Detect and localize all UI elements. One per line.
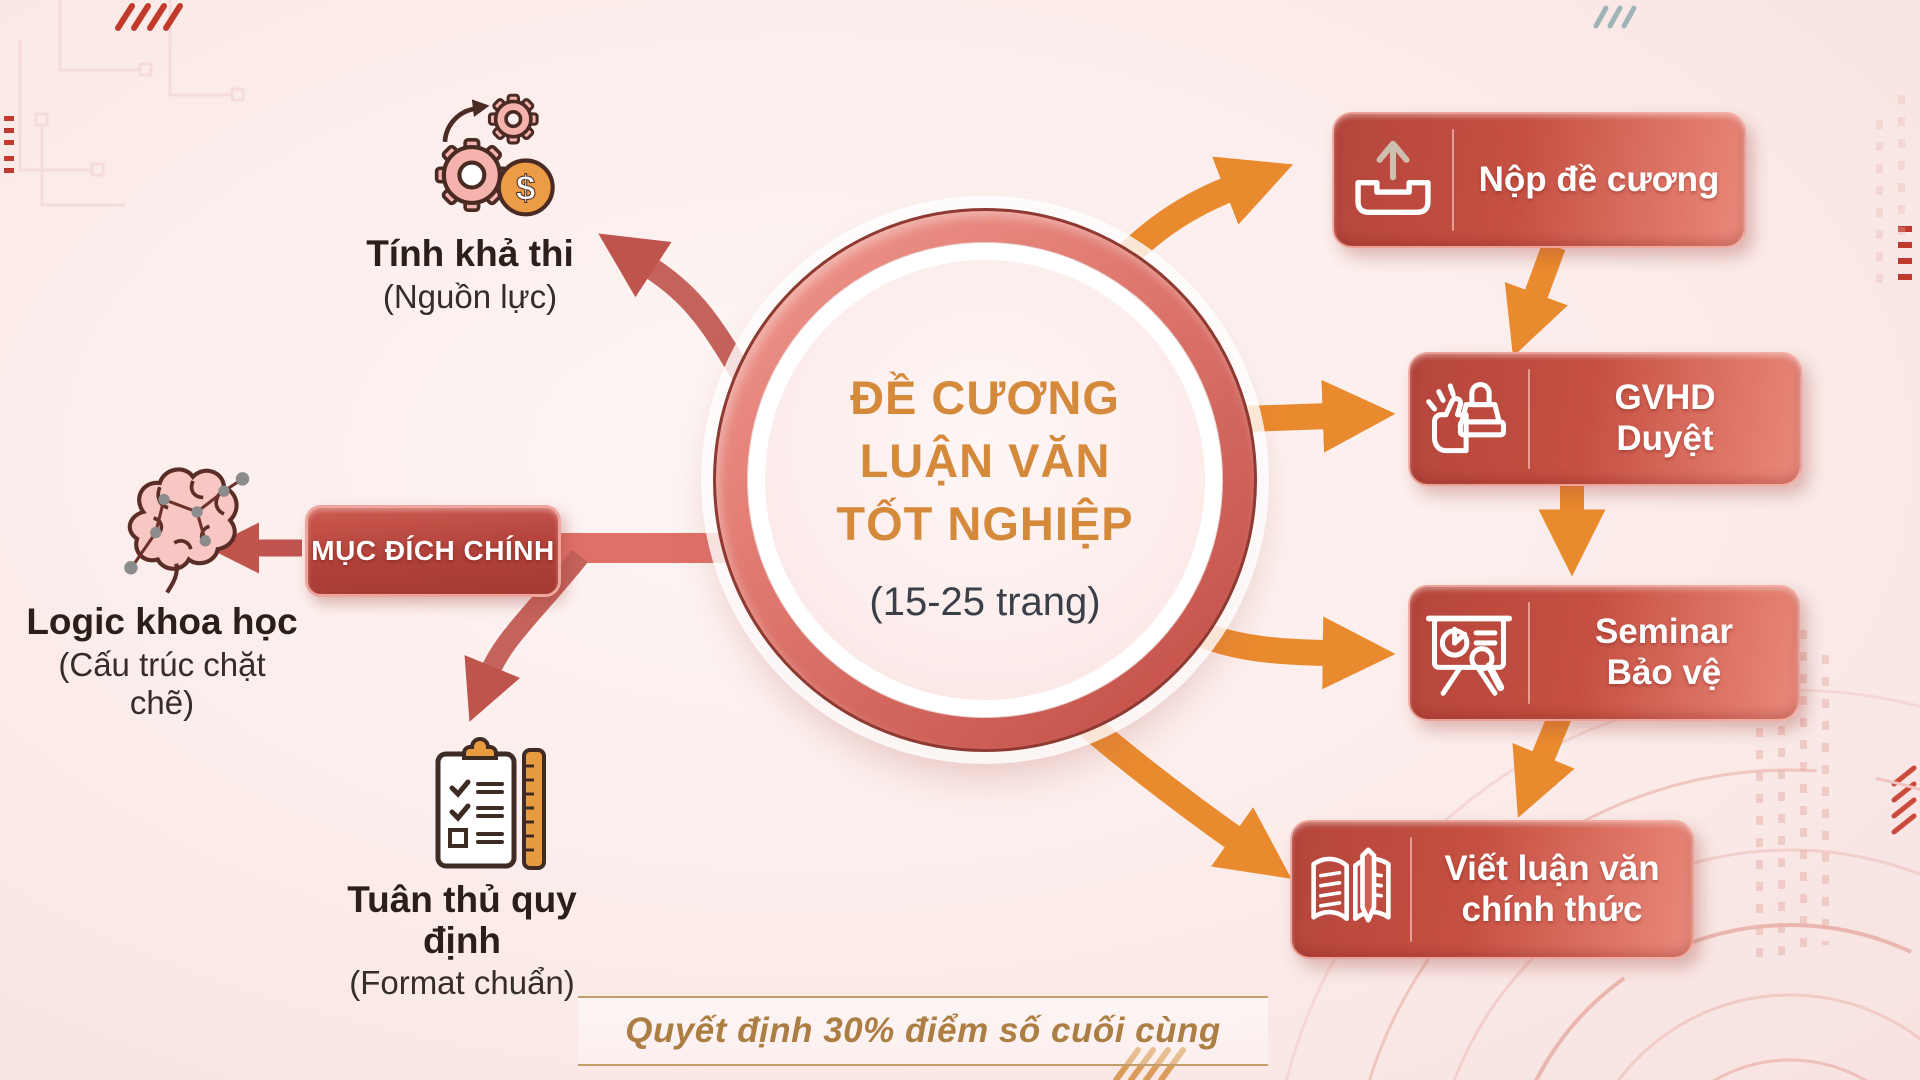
- hub-title-line-1: ĐỀ CƯƠNG: [850, 371, 1120, 425]
- hub-face: [765, 260, 1205, 700]
- approval-stamp-icon: [1410, 373, 1528, 465]
- step-divider: [1528, 369, 1530, 469]
- footer-note-text: Quyết định 30% điểm số cuối cùng: [625, 1011, 1221, 1050]
- hub-title: ĐỀ CƯƠNG LUẬN VĂN TỐT NGHIỆP (15-25 tran…: [713, 224, 1257, 768]
- hub-title-line-3: TỐT NGHIỆP: [836, 496, 1134, 550]
- branch-item-note: (Format chuẩn): [349, 964, 575, 1002]
- main-purpose-node: MỤC ĐÍCH CHÍNH: [305, 505, 561, 597]
- flow-arrow-step3-step4: [1512, 711, 1575, 818]
- clipboard-ruler-icon: [430, 736, 550, 876]
- left-dashes-decoration: [4, 116, 14, 173]
- presentation-icon: [1410, 607, 1528, 699]
- pink-dash-column: [1756, 640, 1763, 960]
- central-node: ĐỀ CƯƠNG LUẬN VĂN TỐT NGHIỆP (15-25 tran…: [713, 208, 1257, 752]
- right-dashes-decoration: [1898, 226, 1912, 280]
- step-divider: [1528, 602, 1530, 704]
- svg-text:$: $: [516, 169, 536, 208]
- pink-dash-column: [1822, 655, 1829, 945]
- process-step-seminar-defense: Seminar Bảo vệ: [1408, 585, 1800, 721]
- step-label: Nộp đề cương: [1454, 160, 1744, 201]
- hub-title-line-2: LUẬN VĂN: [859, 434, 1111, 488]
- branch-item-title: Tính khả thi: [366, 233, 574, 274]
- step-label: Seminar Bảo vệ: [1530, 612, 1798, 693]
- gears-dollar-icon: $: [418, 88, 563, 233]
- branch-item-title: Logic khoa học: [26, 601, 298, 642]
- step-label-text: Viết luận văn chính thức: [1444, 848, 1660, 929]
- branch-item-feasibility: Tính khả thi (Nguồn lực): [330, 233, 610, 316]
- circuit-lines-decoration: [18, 0, 245, 207]
- pink-dash-column: [1800, 630, 1807, 960]
- hub-subtitle: (15-25 trang): [869, 579, 1101, 624]
- footer-note: Quyết định 30% điểm số cuối cùng: [578, 996, 1268, 1066]
- process-step-submit: Nộp đề cương: [1332, 112, 1746, 248]
- upload-icon: [1334, 137, 1452, 223]
- red-slashes-decoration: [115, 3, 183, 31]
- pink-dash-column: [1898, 95, 1905, 235]
- step-label: Viết luận văn chính thức: [1412, 849, 1692, 930]
- step-divider: [1410, 837, 1412, 942]
- process-step-write-thesis: Viết luận văn chính thức: [1290, 820, 1694, 959]
- step-label-text: Nộp đề cương: [1478, 159, 1720, 199]
- process-step-advisor-approval: GVHD Duyệt: [1408, 352, 1802, 486]
- branch-item-title: Tuân thủ quy định: [347, 879, 577, 961]
- step-divider: [1452, 129, 1454, 231]
- branch-arrow-compliance: [464, 549, 588, 722]
- flow-arrow-step1-step2: [1504, 241, 1568, 357]
- step-label-text: Seminar Bảo vệ: [1594, 612, 1734, 692]
- step-label: GVHD Duyệt: [1530, 378, 1800, 459]
- branch-item-note: (Nguồn lực): [382, 277, 558, 315]
- main-purpose-label: MỤC ĐÍCH CHÍNH: [311, 535, 555, 566]
- branch-item-note: (Cấu trúc chặt chẽ): [58, 645, 266, 721]
- pink-dash-column: [1778, 660, 1785, 960]
- teal-dashes-decoration: [1593, 5, 1637, 29]
- branch-item-compliance: Tuân thủ quy định (Format chuẩn): [322, 879, 602, 1002]
- branch-item-logic: Logic khoa học (Cấu trúc chặt chẽ): [22, 601, 302, 722]
- step-label-text: GVHD Duyệt: [1614, 378, 1716, 458]
- brain-network-icon: [108, 452, 253, 607]
- book-pen-icon: [1292, 844, 1410, 936]
- pink-dash-column: [1876, 120, 1883, 290]
